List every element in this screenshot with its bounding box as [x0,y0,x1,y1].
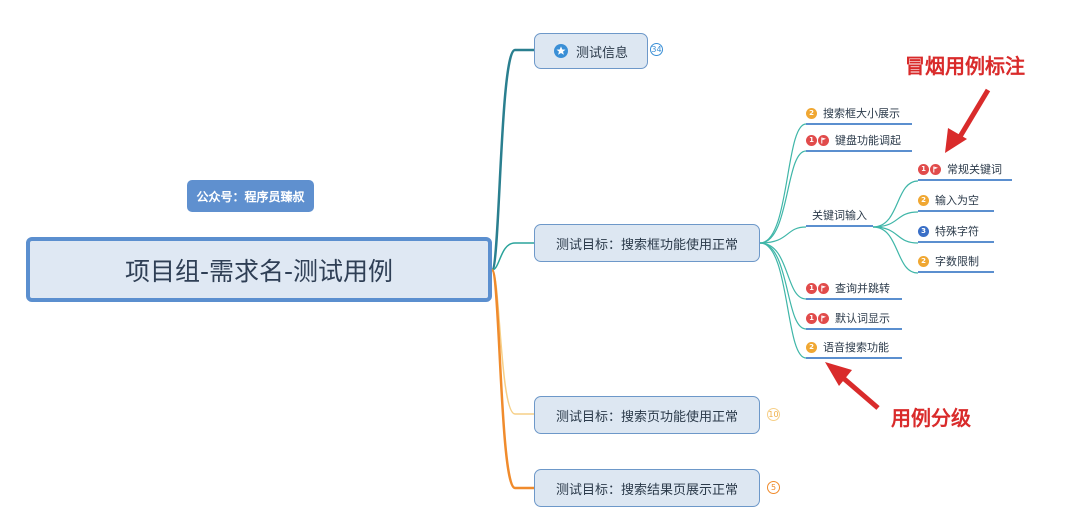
annotation-arrows [825,88,991,410]
leaf-empty-input[interactable]: 2 输入为空 [918,190,994,212]
connector-kw-kw1 [872,180,919,228]
priority-icon: 2 [918,255,929,267]
branch-goal-search-box[interactable]: 测试目标：搜索框功能使用正常 [534,224,760,262]
connector-kw-kw3 [872,226,919,244]
leaf-default-word-label: 默认词显示 [835,312,890,325]
branch-goal-search-result[interactable]: 测试目标：搜索结果页展示正常 [534,469,760,507]
leaf-search-box-size[interactable]: 2 搜索框大小展示 [806,103,912,125]
leaf-keyboard-label: 键盘功能调起 [835,134,901,147]
leaf-keyword-input[interactable]: 关键词输入 [806,205,873,227]
connector-goal1-l2 [759,150,807,244]
leaf-keyword-input-label: 关键词输入 [812,209,867,222]
branch-goal-search-box-label: 测试目标：搜索框功能使用正常 [555,237,738,253]
priority-icon: 1 [806,282,829,294]
leaf-default-word[interactable]: 1 默认词显示 [806,308,902,330]
connector-kw-kw4 [872,226,919,274]
leaf-empty-input-label: 输入为空 [935,194,979,207]
leaf-query-jump[interactable]: 1 查询并跳转 [806,278,902,300]
leaf-keyboard[interactable]: 1 键盘功能调起 [806,130,912,152]
branch-goal-search-page-label: 测试目标：搜索页功能使用正常 [555,409,738,425]
connector-kw-kw2 [872,211,919,228]
priority-icon: 3 [918,225,929,237]
branch-test-info[interactable]: 测试信息 [534,33,648,69]
leaf-char-limit[interactable]: 2 字数限制 [918,251,994,273]
star-icon [553,44,568,58]
annotation-case-level: 用例分级 [891,406,971,430]
branch-goal-search-page-count[interactable]: 10 [767,408,780,421]
flag-icon [818,134,829,146]
branch-test-info-label: 测试信息 [575,45,628,61]
connector-root-goal3 [490,268,534,490]
priority-icon: 1 [806,134,829,146]
leaf-voice-search[interactable]: 2 语音搜索功能 [806,337,902,359]
priority-icon: 1 [806,312,829,324]
branch-goal-search-result-label: 测试目标：搜索结果页展示正常 [555,482,738,498]
root-node[interactable]: 项目组-需求名-测试用例 [26,237,492,302]
priority-icon: 2 [806,341,817,353]
connector-goal1-l3 [759,242,807,300]
account-tag: 公众号：程序员臻叔 [187,180,314,212]
leaf-char-limit-label: 字数限制 [935,255,979,268]
leaf-special-chars-label: 特殊字符 [935,225,979,238]
leaf-search-box-size-label: 搜索框大小展示 [823,107,900,120]
branch-goal-search-result-count[interactable]: 5 [767,481,780,494]
branch-goal-search-page[interactable]: 测试目标：搜索页功能使用正常 [534,396,760,434]
flag-icon [818,312,829,324]
leaf-special-chars[interactable]: 3 特殊字符 [918,221,994,243]
connector-goal1-kw [759,226,807,244]
priority-icon: 2 [918,194,929,206]
flag-icon [930,163,941,175]
priority-icon: 2 [806,107,817,119]
root-label: 项目组-需求名-测试用例 [124,256,394,286]
connector-root-goal1 [491,242,534,271]
leaf-query-jump-label: 查询并跳转 [835,282,890,295]
connector-root-info [490,48,534,272]
leaf-normal-keyword-label: 常规关键词 [947,163,1002,176]
flag-icon [818,282,829,294]
account-tag-label: 公众号：程序员臻叔 [196,189,305,204]
priority-icon: 1 [918,163,941,175]
branch-test-info-count[interactable]: 34 [650,43,663,56]
connector-goal1-l5 [759,242,807,359]
connector-goal1-l1 [759,123,807,244]
leaf-voice-search-label: 语音搜索功能 [823,341,889,354]
leaf-normal-keyword[interactable]: 1 常规关键词 [918,159,1012,181]
annotation-smoke-case: 冒烟用例标注 [905,54,1025,78]
